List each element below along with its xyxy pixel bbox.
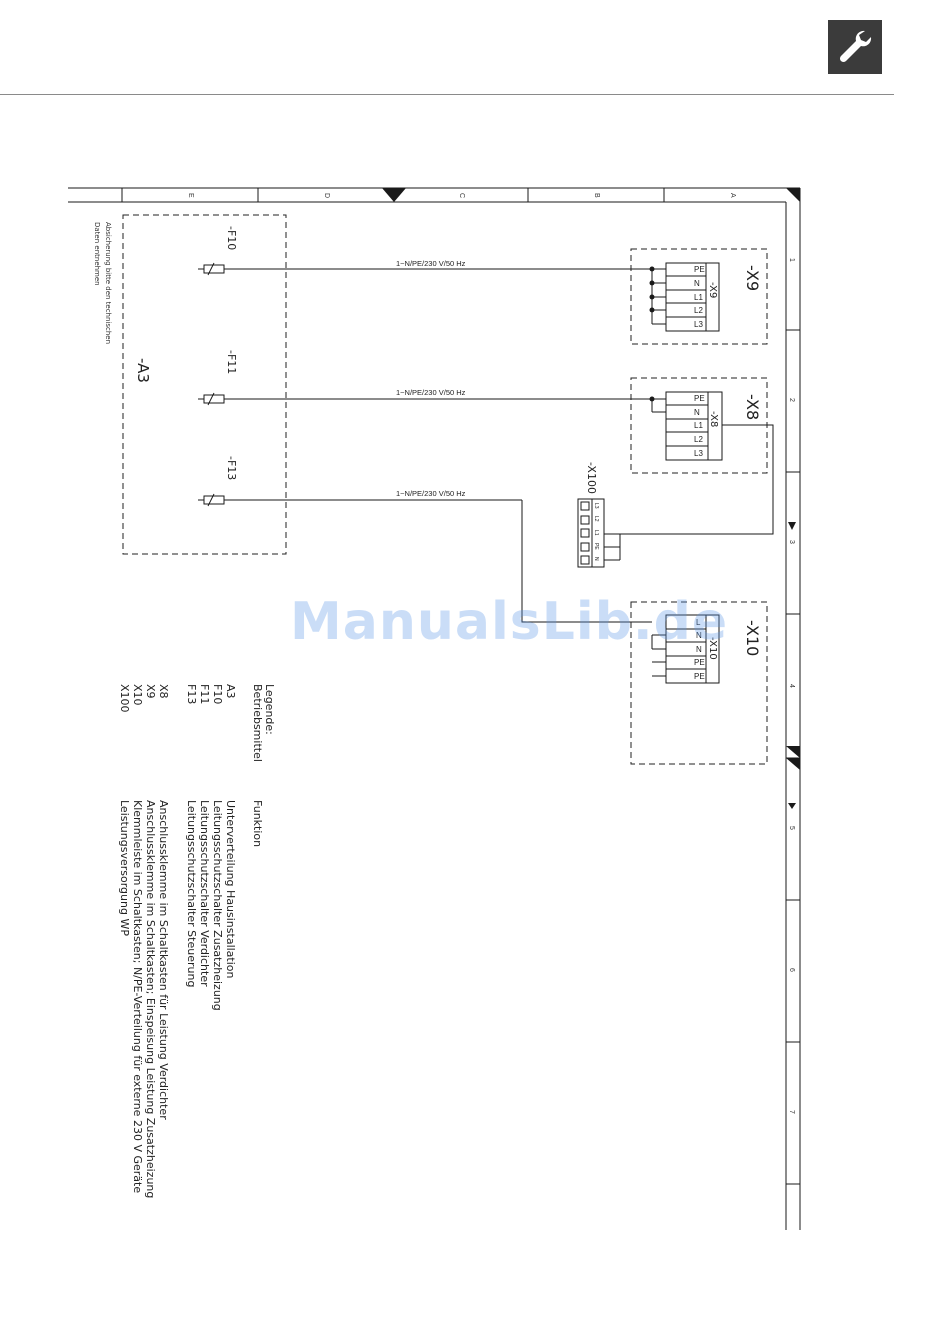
x100-pin-1: L3 (593, 503, 599, 509)
x9-inner-label: -X9 (707, 282, 718, 298)
header-rule (0, 94, 894, 95)
x8-pin-4: L2 (694, 435, 703, 444)
wrench-badge (828, 20, 882, 74)
row-label-4: 4 (788, 684, 795, 688)
x8-pin-2: N (694, 408, 700, 417)
distribution-label: -A3 (134, 358, 152, 383)
column-label-a: A (729, 193, 736, 198)
note-line-1: Absicherung bitte den technischen (104, 222, 112, 344)
x9-pin-1: PE (694, 265, 705, 274)
supply-label-2: 1~N/PE/230 V/50 Hz (396, 388, 466, 397)
x100-pin-2: L2 (593, 516, 599, 522)
x8-inner-label: -X8 (708, 411, 719, 427)
legend-col1-header: Betriebsmittel (251, 684, 264, 762)
note-line-2: Daten entnehmen (93, 222, 101, 286)
legend-desc-f11: Leitungsschutzschalter Verdichter (198, 800, 211, 987)
breaker-f13-label: -F13 (225, 456, 238, 480)
terminal-box-x10 (630, 601, 768, 765)
legend-code-x100: X100 (118, 684, 131, 713)
legend-code-f10: F10 (211, 684, 224, 704)
legend-code-f11: F11 (198, 684, 211, 704)
supply-label-3: 1~N/PE/230 V/50 Hz (396, 489, 466, 498)
supply-label-1: 1~N/PE/230 V/50 Hz (396, 259, 466, 268)
x9-pin-2: N (694, 279, 700, 288)
x10-pin-4: PE (694, 658, 705, 667)
legend-desc-a3: Unterverteilung Hausinstallation (224, 800, 237, 979)
legend-code-x9: X9 (144, 684, 157, 699)
x100-label: -X100 (585, 462, 598, 494)
column-label-d: D (323, 193, 330, 198)
x9-pin-5: L3 (694, 320, 703, 329)
x9-label: -X9 (743, 265, 762, 291)
x8-pin-5: L3 (694, 449, 703, 458)
breaker-f10-label: -F10 (225, 226, 238, 250)
wrench-icon (839, 30, 872, 63)
row-label-3: 3 (788, 540, 795, 544)
x100-pin-5: N (593, 557, 599, 561)
terminal-box-x9 (630, 248, 768, 345)
x8-pin-3: L1 (694, 421, 703, 430)
legend-col2-header: Funktion (251, 800, 264, 847)
legend-desc-x9: Anschlussklemme im Schaltkasten; Einspei… (144, 800, 157, 1198)
column-label-c: C (458, 193, 465, 198)
breaker-f11-label: -F11 (225, 350, 238, 374)
x8-pin-1: PE (694, 394, 705, 403)
legend-desc-x8: Anschlussklemme im Schaltkasten für Leis… (157, 800, 170, 1120)
legend-code-a3: A3 (224, 684, 237, 699)
column-label-b: B (593, 193, 600, 198)
x10-pin-1: L (696, 618, 701, 627)
x10-pin-5: PE (694, 672, 705, 681)
legend-title: Legende: (263, 684, 276, 735)
x10-label: -X10 (743, 620, 762, 656)
terminal-box-x8 (630, 377, 768, 474)
legend-desc-x100: Leistungsversorgung WP (118, 800, 131, 936)
column-label-e: E (187, 193, 194, 198)
x10-pin-3: N (696, 645, 702, 654)
legend-code-x8: X8 (157, 684, 170, 699)
row-label-6: 6 (788, 968, 795, 972)
x100-pin-4: PE (593, 543, 599, 550)
row-label-7: 7 (788, 1110, 795, 1114)
row-label-2: 2 (788, 398, 795, 402)
legend-code-x10: X10 (131, 684, 144, 706)
legend-desc-f10: Leitungsschutzschalter Zusatzheizung (211, 800, 224, 1011)
x100-pin-3: L1 (593, 530, 599, 536)
distribution-box-a3 (122, 214, 287, 555)
legend-desc-f13: Leitungsschutzschalter Steuerung (185, 800, 198, 987)
x9-pin-3: L1 (694, 293, 703, 302)
row-label-5: 5 (788, 826, 795, 830)
watermark: ManualsLib.de (290, 592, 729, 652)
legend-desc-x10: Klemmleiste im Schaltkasten; N/PE-Vertei… (131, 800, 144, 1193)
x10-inner-label: -X10 (707, 637, 718, 660)
x9-pin-4: L2 (694, 306, 703, 315)
row-label-1: 1 (788, 258, 795, 262)
x8-label: -X8 (743, 394, 762, 420)
x10-pin-2: N (696, 631, 702, 640)
legend-code-f13: F13 (185, 684, 198, 704)
